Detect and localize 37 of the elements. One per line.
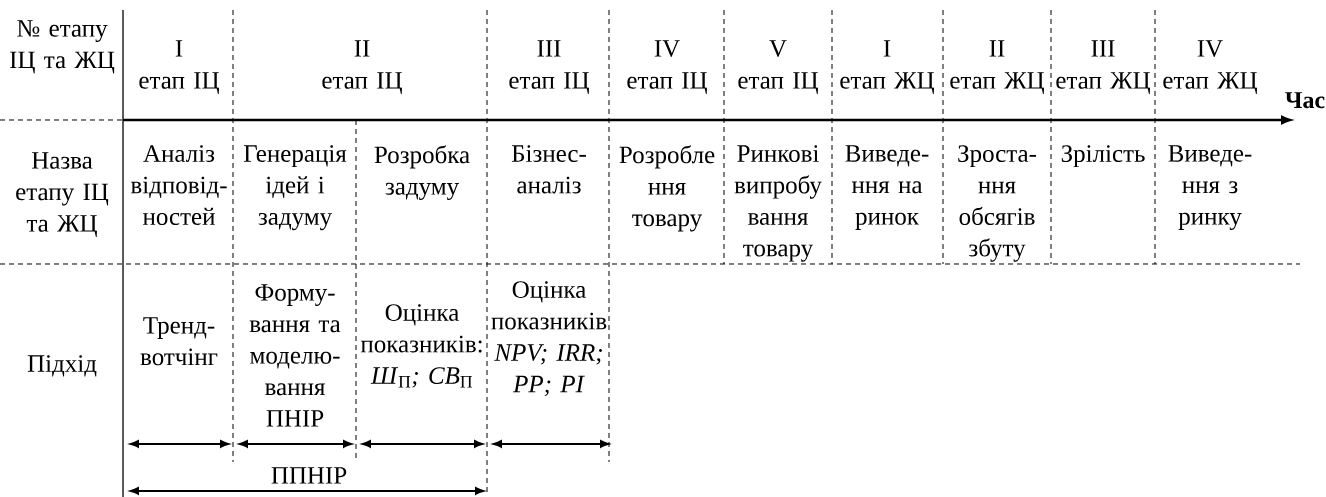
column-heading: II [354, 40, 370, 57]
approach-text: Тренд- вотчінг [140, 317, 218, 366]
column-heading: етап ІЦ [509, 72, 589, 94]
column-heading: етап ІЦ [322, 72, 402, 94]
stage-name: Зрілість [1061, 145, 1145, 168]
approach-text: Оцінка показників NPV; IRR; PP; PI [491, 281, 607, 397]
column-heading: етап ЖЦ [840, 72, 934, 94]
stage-name: Бізнес- аналіз [511, 145, 586, 194]
stage-name: Виведе- ння з ринку [1168, 145, 1252, 230]
column-heading: етап ІЦ [738, 72, 818, 94]
approach-text: Форму- вання та моделю- вання ПНІР [249, 284, 341, 427]
column-heading: IV [1197, 40, 1223, 57]
stage-name: Розробле ння товару [619, 145, 715, 232]
column-heading: II [989, 40, 1005, 57]
stage-name: Аналіз відповід- ностей [130, 145, 227, 225]
column-heading: I [175, 40, 183, 57]
column-heading: етап ІЦ [139, 72, 219, 94]
stage-name: Виведе- ння на ринок [845, 145, 929, 230]
column-heading: етап ЖЦ [950, 72, 1044, 94]
stage-name: Генерація ідей і задуму [243, 145, 347, 231]
stage-name: Розробка задуму [374, 145, 470, 200]
row-heading: Назва етапу ІЦ та ЖЦ [16, 152, 109, 237]
column-heading: етап ЖЦ [1056, 72, 1150, 94]
column-heading: I [883, 40, 891, 57]
row-heading: № етапу ІЦ та ЖЦ [10, 20, 115, 74]
column-heading: етап ЖЦ [1163, 72, 1257, 94]
column-heading: IV [654, 40, 680, 57]
axis-label: Час [1285, 92, 1325, 109]
stage-name: Ринкові випробу вання товару [734, 145, 822, 262]
column-heading: III [537, 40, 561, 57]
span-label: ППНІР [271, 467, 347, 484]
stage-name: Зроста- ння обсягів збуту [958, 145, 1037, 262]
row-heading: Підхід [27, 355, 97, 377]
column-heading: етап ІЦ [627, 72, 707, 94]
column-heading: V [769, 40, 787, 57]
column-heading: III [1091, 40, 1115, 57]
approach-text: Оцінка показників: Ш$_{П}$; СВ$_{П}$ [360, 304, 482, 388]
